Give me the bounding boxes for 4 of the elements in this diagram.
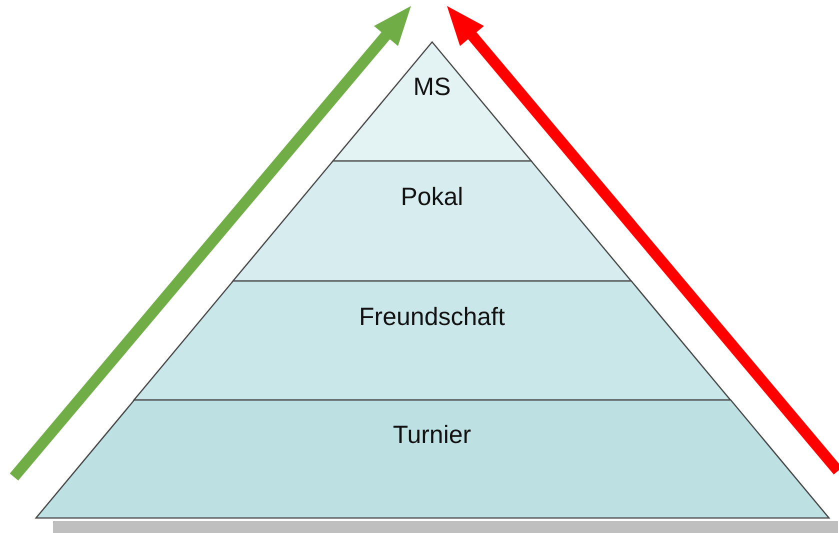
tier-label: Pokal xyxy=(400,183,464,212)
tier-label: Turnier xyxy=(392,421,472,450)
tier-label: MS xyxy=(412,73,452,102)
tier-label: Freundschaft xyxy=(358,302,506,332)
